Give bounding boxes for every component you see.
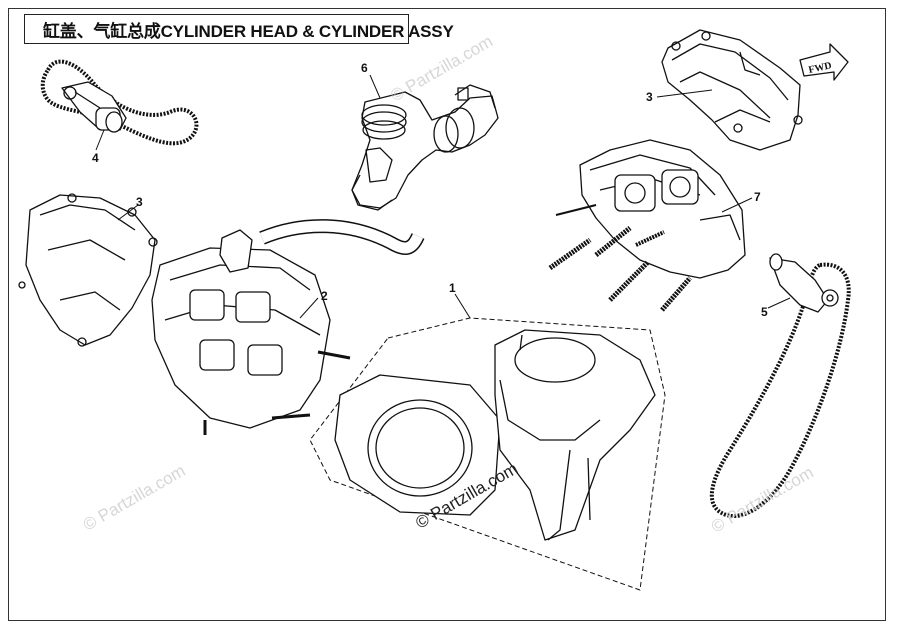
diagram-title: 缸盖、气缸总成CYLINDER HEAD & CYLINDER ASSY <box>43 21 454 41</box>
callout-cylinder-assy: 1 <box>449 281 456 295</box>
watermark-left: © Partzilla.com <box>80 461 189 535</box>
fwd-label: FWD <box>808 60 833 76</box>
callout-cylinder-head-cover-left: 3 <box>136 195 143 209</box>
title-box: 缸盖、气缸总成CYLINDER HEAD & CYLINDER ASSY <box>24 14 454 44</box>
watermark-right: © Partzilla.com <box>708 463 817 537</box>
callout-camshaft-chain-left: 4 <box>92 151 99 165</box>
camshaft-chain-right-part <box>709 253 851 518</box>
cylinder-assy-part <box>309 317 666 591</box>
watermark-top: © Partzilla.com <box>387 32 496 106</box>
callout-cylinder-head-cover-top: 3 <box>646 90 653 104</box>
callout-cylinder-head-left: 2 <box>321 289 328 303</box>
cylinder-head-right-part <box>548 139 746 312</box>
callout-camshaft-chain-right: 5 <box>761 305 768 319</box>
leader-lines <box>95 74 791 319</box>
fwd-arrow <box>799 43 849 81</box>
diagram-frame <box>8 8 886 621</box>
callout-cylinder-head-right: 7 <box>754 190 761 204</box>
callout-intake-manifold: 6 <box>361 61 368 75</box>
intake-manifold-part <box>351 84 499 211</box>
cylinder-head-cover-top-part <box>661 29 803 151</box>
camshaft-chain-left-part <box>40 59 199 146</box>
cylinder-head-cover-left-part <box>18 193 158 347</box>
cylinder-head-left-part <box>151 219 425 435</box>
